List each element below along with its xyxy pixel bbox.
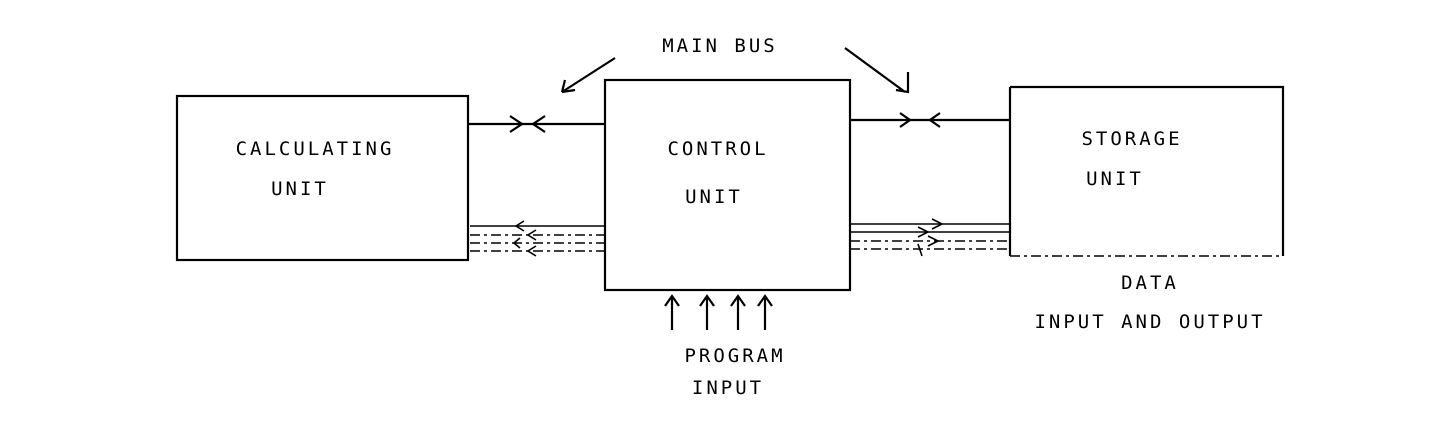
- control-lines-right: [850, 218, 1010, 257]
- storage-unit-box: STORAGE UNIT: [1008, 85, 1285, 257]
- control-unit-label: CONTROL: [667, 138, 768, 160]
- program-input-label: PROGRAM: [684, 345, 785, 367]
- control-lines-left: [470, 220, 605, 257]
- main-bus-left: [468, 115, 605, 133]
- main-bus-pointer-right: [844, 47, 910, 94]
- calculating-unit-box: CALCULATING UNIT: [175, 94, 470, 262]
- storage-unit-label: STORAGE: [1081, 128, 1182, 150]
- main-bus-right: [850, 112, 1010, 128]
- main-bus-pointer-left: [560, 57, 616, 94]
- control-unit-label-2: UNIT: [685, 186, 743, 208]
- program-input-label-2: INPUT: [692, 377, 764, 399]
- data-io-label: DATA: [1121, 272, 1179, 294]
- program-input-arrows: [664, 294, 773, 330]
- data-io-label-2: INPUT AND OUTPUT: [1034, 311, 1265, 333]
- control-unit-box: CONTROL UNIT: [603, 78, 852, 292]
- main-bus-label: MAIN BUS: [662, 35, 778, 57]
- calculating-unit-label-2: UNIT: [271, 178, 329, 200]
- calculating-unit-label: CALCULATING: [236, 138, 395, 160]
- storage-unit-label-2: UNIT: [1086, 168, 1144, 190]
